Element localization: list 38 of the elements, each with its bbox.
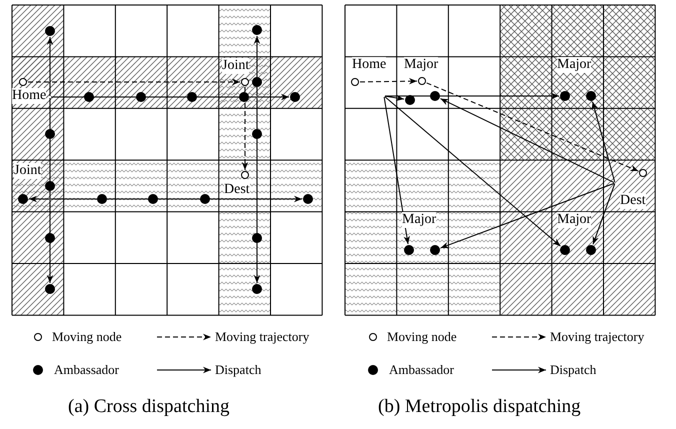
legend-text: Moving node — [52, 329, 122, 345]
legend-text: Dispatch — [215, 362, 262, 378]
dispatch-arrow — [384, 94, 405, 102]
figure-caption: (a) Cross dispatching — [68, 396, 230, 418]
region-label: Major — [557, 212, 592, 228]
legend-text: Moving trajectory — [215, 329, 310, 345]
trajectory-arrow — [360, 78, 418, 84]
legend-text: Moving trajectory — [550, 329, 644, 345]
dispatch-arrow — [46, 36, 54, 96]
node-label: Major — [404, 57, 438, 73]
node-label: Dest — [224, 182, 250, 198]
dispatch-arrow — [384, 92, 560, 100]
dispatch-arrow — [28, 196, 50, 202]
legend-text: Moving node — [387, 329, 457, 345]
legend-text: Dispatch — [550, 362, 596, 378]
dispatch-arrow — [592, 101, 616, 183]
trajectory-arrow — [426, 82, 639, 172]
dispatch-arrow — [440, 182, 615, 248]
dispatch-arrow — [384, 96, 410, 245]
trajectory-arrow — [28, 78, 240, 86]
dispatch-arrow — [254, 36, 260, 96]
dispatch-arrow — [440, 98, 615, 184]
dispatch-arrow — [46, 98, 54, 284]
dispatch-arrow — [592, 183, 616, 245]
region-label: Major — [557, 57, 592, 73]
node-label: Home — [12, 88, 46, 104]
ambassador-dot — [405, 95, 415, 105]
region-label: Major — [402, 212, 436, 228]
trajectory-arrow — [242, 86, 248, 170]
dispatch-arrow — [50, 94, 290, 100]
figure-caption: (b) Metropolis dispatching — [378, 396, 581, 418]
node-label: Joint — [222, 58, 250, 74]
dispatch-arrow — [254, 98, 260, 284]
node-label: Dest — [620, 193, 646, 209]
region-label: Joint — [14, 163, 42, 179]
dispatch-arrow — [384, 96, 561, 247]
ambassador-dot — [430, 91, 440, 101]
dispatch-arrow — [50, 196, 302, 202]
